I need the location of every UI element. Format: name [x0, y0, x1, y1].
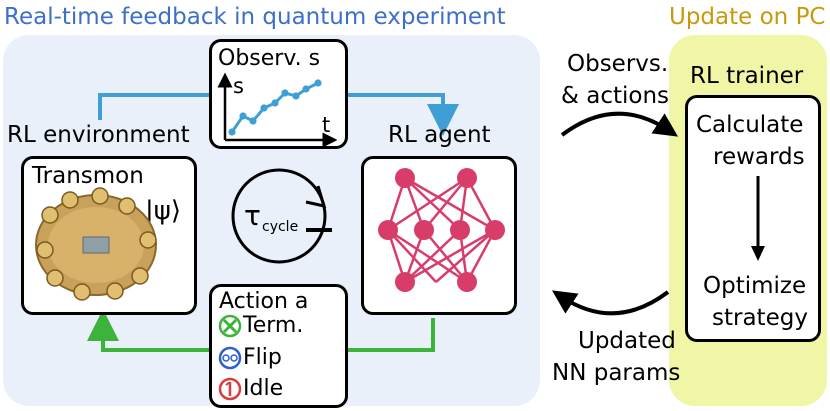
observs-label-line1: Observs. — [567, 51, 669, 77]
cycle-symbol: τ — [244, 199, 261, 232]
agent-to-action-arrow — [346, 318, 435, 352]
to-agent-arrow — [551, 290, 670, 316]
nn-node — [457, 168, 477, 188]
env-to-observation-arrow — [98, 93, 211, 120]
green-x-icon — [218, 314, 242, 338]
observation-point — [260, 104, 268, 112]
rl-environment-label: RL environment — [7, 122, 190, 148]
updated-label-line2: NN params — [552, 360, 681, 386]
calculate-label: Calculate — [696, 112, 804, 138]
nn-node — [485, 220, 505, 240]
nn-node — [457, 272, 477, 292]
observation-point — [302, 85, 310, 93]
observation-point — [271, 99, 279, 107]
right-title: Update on PC — [669, 4, 826, 30]
left-title: Real-time feedback in quantum experiment — [4, 4, 506, 30]
cycle-subscript: cycle — [262, 219, 299, 235]
action-title: Action a — [219, 289, 309, 314]
observation-series-points — [228, 79, 322, 136]
nn-node — [450, 220, 470, 240]
quantum-state-label: |ψ⟩ — [145, 196, 182, 226]
observation-point — [228, 128, 236, 136]
observation-to-agent-arrow — [346, 93, 459, 136]
trainer-box — [685, 95, 821, 342]
rl-trainer-title: RL trainer — [690, 63, 804, 89]
observation-point — [249, 117, 257, 125]
observation-point — [292, 92, 300, 100]
blue-flip-icon — [218, 346, 242, 370]
updated-label-line1: Updated — [578, 328, 676, 354]
observation-point — [314, 79, 322, 87]
plot-y-label: s — [233, 74, 244, 98]
strategy-label: strategy — [712, 305, 808, 331]
rewards-label: rewards — [713, 144, 805, 170]
observation-point — [281, 89, 289, 97]
action-term-label: Term. — [243, 313, 304, 338]
action-idle-label: Idle — [243, 376, 284, 401]
optimize-label: Optimize — [703, 273, 807, 299]
plot-x-label: t — [322, 113, 331, 137]
nn-node — [395, 272, 415, 292]
observation-point — [239, 112, 247, 120]
transmon-title: Transmon — [32, 163, 144, 189]
nn-node — [378, 220, 398, 240]
observs-label-line2: & actions — [561, 83, 670, 109]
action-to-transmon-arrow — [87, 309, 211, 352]
action-flip-label: Flip — [243, 345, 282, 370]
observation-title: Observ. s — [218, 46, 321, 71]
nn-node — [414, 220, 434, 240]
red-one-icon — [218, 377, 242, 401]
nn-node — [395, 168, 415, 188]
rl-agent-label: RL agent — [388, 122, 491, 148]
to-trainer-arrow — [560, 111, 679, 137]
